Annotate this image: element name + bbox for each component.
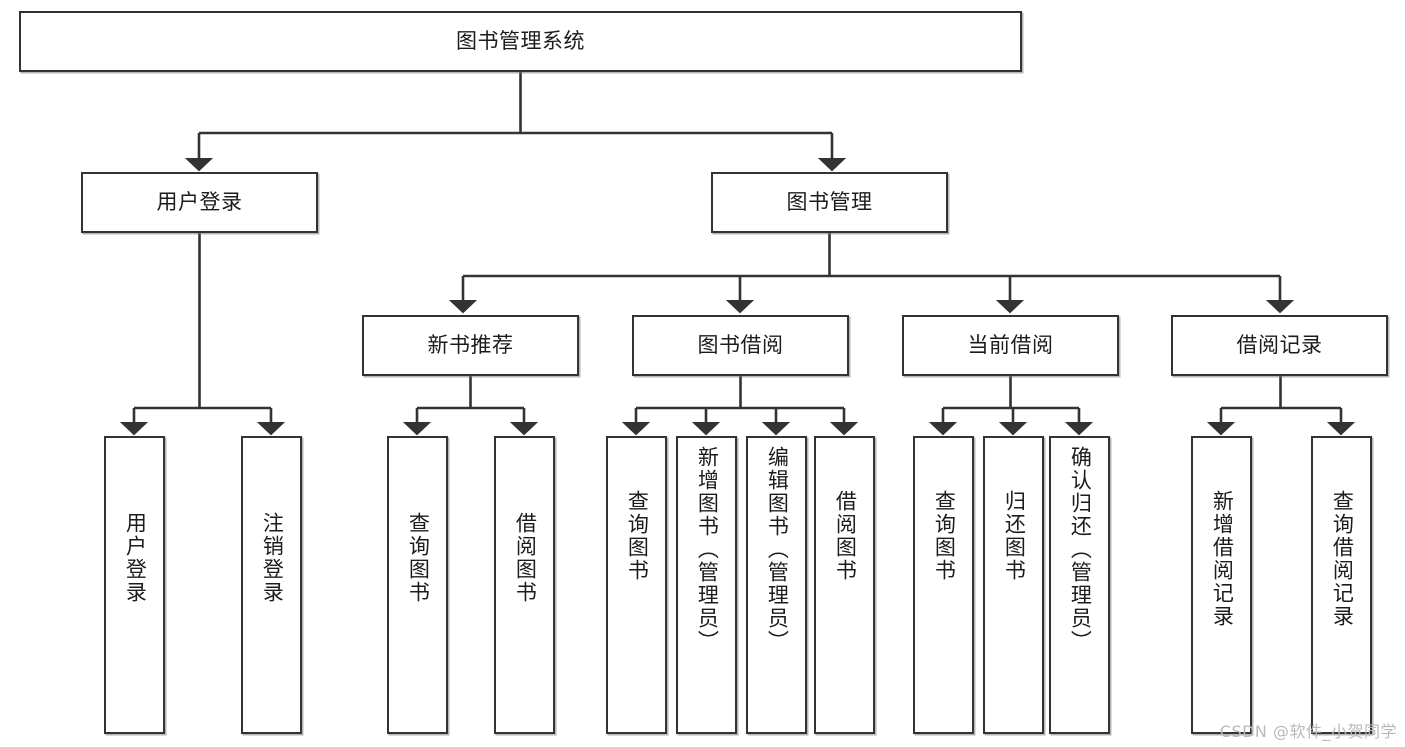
node-leaf-borrow-book-2-label: 借阅图书 (833, 490, 858, 582)
node-current-borrow-label: 当前借阅 (967, 332, 1054, 357)
node-leaf-confirm-return-label: 确认归还（管理员） (1068, 446, 1093, 653)
node-leaf-return-book[interactable]: 归还图书 (983, 436, 1044, 734)
node-leaf-add-record[interactable]: 新增借阅记录 (1191, 436, 1252, 734)
node-leaf-query-book-3-label: 查询图书 (932, 490, 957, 582)
node-leaf-borrow-book-1[interactable]: 借阅图书 (494, 436, 555, 734)
node-leaf-query-record-label: 查询借阅记录 (1330, 490, 1355, 628)
node-borrow-record[interactable]: 借阅记录 (1171, 315, 1388, 376)
node-leaf-user-login-label: 用户登录 (123, 512, 148, 604)
node-leaf-return-book-label: 归还图书 (1002, 490, 1027, 582)
node-leaf-query-book-2[interactable]: 查询图书 (606, 436, 667, 734)
node-leaf-user-logout-label: 注销登录 (260, 512, 285, 604)
node-leaf-add-book-label: 新增图书（管理员） (695, 446, 720, 653)
node-book-manage[interactable]: 图书管理 (711, 172, 948, 233)
node-book-borrow-label: 图书借阅 (697, 332, 784, 357)
node-root[interactable]: 图书管理系统 (19, 11, 1022, 72)
node-leaf-borrow-book-1-label: 借阅图书 (513, 512, 538, 604)
node-leaf-query-record[interactable]: 查询借阅记录 (1311, 436, 1372, 734)
node-leaf-borrow-book-2[interactable]: 借阅图书 (814, 436, 875, 734)
node-leaf-user-logout[interactable]: 注销登录 (241, 436, 302, 734)
node-leaf-query-book-3[interactable]: 查询图书 (913, 436, 974, 734)
node-leaf-add-book[interactable]: 新增图书（管理员） (676, 436, 737, 734)
node-leaf-edit-book[interactable]: 编辑图书（管理员） (746, 436, 807, 734)
node-leaf-query-book-1-label: 查询图书 (406, 512, 431, 604)
node-leaf-edit-book-label: 编辑图书（管理员） (765, 446, 790, 653)
node-book-manage-label: 图书管理 (786, 189, 873, 214)
node-user-login-label: 用户登录 (156, 189, 243, 214)
node-book-borrow[interactable]: 图书借阅 (632, 315, 849, 376)
node-leaf-query-book-1[interactable]: 查询图书 (387, 436, 448, 734)
node-leaf-user-login[interactable]: 用户登录 (104, 436, 165, 734)
node-leaf-query-book-2-label: 查询图书 (625, 490, 650, 582)
node-leaf-add-record-label: 新增借阅记录 (1210, 490, 1235, 628)
node-leaf-confirm-return[interactable]: 确认归还（管理员） (1049, 436, 1110, 734)
watermark: CSDN @软件_小贺同学 (1219, 722, 1397, 741)
node-user-login[interactable]: 用户登录 (81, 172, 318, 233)
node-new-book-rec[interactable]: 新书推荐 (362, 315, 579, 376)
node-root-label: 图书管理系统 (456, 28, 585, 53)
node-current-borrow[interactable]: 当前借阅 (902, 315, 1119, 376)
node-new-book-rec-label: 新书推荐 (427, 332, 514, 357)
node-borrow-record-label: 借阅记录 (1236, 332, 1323, 357)
